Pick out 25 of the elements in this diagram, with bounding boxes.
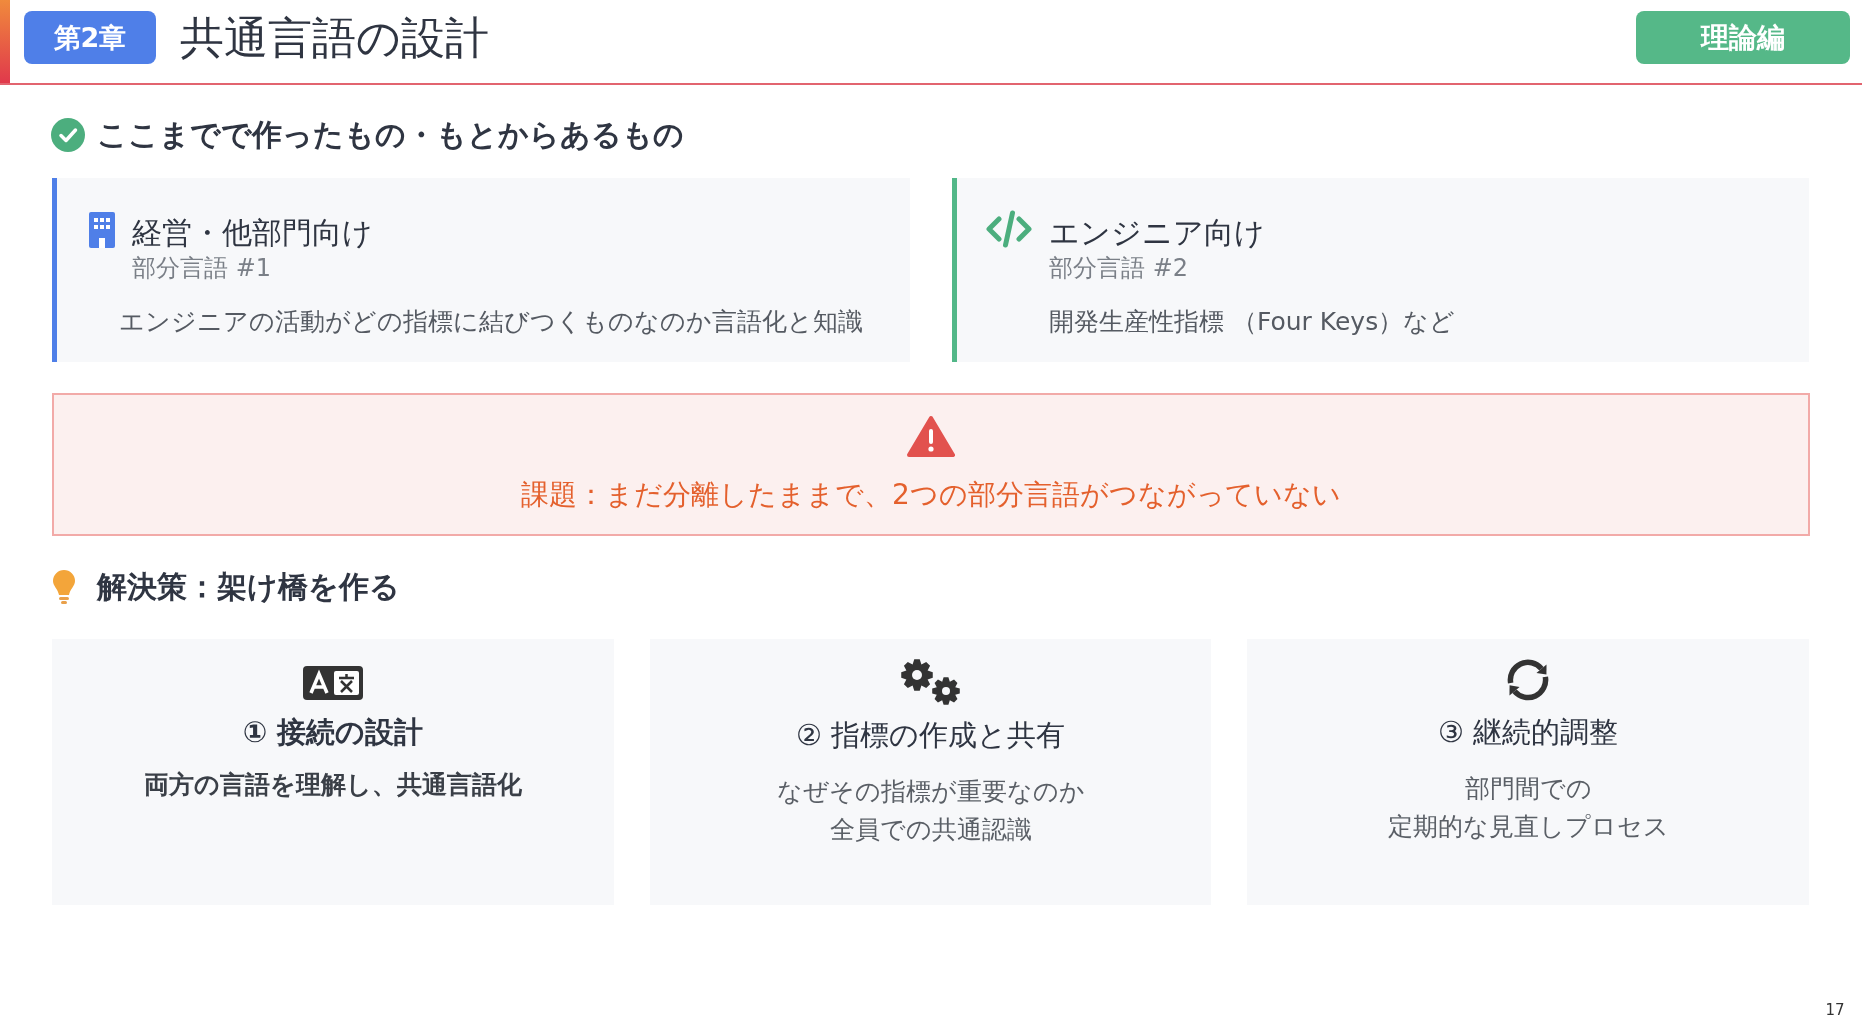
chapter-badge: 第2章 — [24, 11, 156, 64]
card-description: エンジニアの活動がどの指標に結びつくものなのか言語化と知識 — [119, 306, 863, 338]
card-title: ③ 継続的調整 — [1437, 714, 1619, 751]
step-card — [1247, 639, 1809, 905]
card-title: ② 指標の作成と共有 — [795, 717, 1066, 754]
card-description: 開発生産性指標 （Four Keys）など — [1049, 306, 1456, 338]
section-tag: 理論編 — [1636, 11, 1850, 64]
page-number: 17 — [1824, 1000, 1846, 1020]
card-subtitle: 部分言語 #2 — [1049, 253, 1188, 284]
card-description: 両方の言語を理解し、共通言語化 — [144, 769, 522, 801]
card-description: 部門間での定期的な見直しプロセス — [1387, 773, 1669, 843]
warning-text: 課題：まだ分離したままで、2つの部分言語がつながっていない — [520, 477, 1342, 513]
info-card — [952, 178, 1809, 362]
card-heading: エンジニア向け — [1049, 214, 1265, 252]
section-heading: 解決策：架け橋を作る — [97, 568, 400, 606]
step-card — [650, 639, 1211, 905]
slide-title: 共通言語の設計 — [180, 11, 489, 65]
section-heading: ここまでで作ったもの・もとからあるもの — [97, 116, 684, 154]
card-title: ① 接続の設計 — [242, 714, 424, 751]
step-card — [52, 639, 614, 905]
card-heading: 経営・他部門向け — [132, 214, 373, 252]
card-description: なぜその指標が重要なのか全員での共通認識 — [776, 776, 1085, 846]
warning-panel — [52, 393, 1810, 536]
info-card — [52, 178, 910, 362]
card-subtitle: 部分言語 #1 — [132, 253, 271, 284]
